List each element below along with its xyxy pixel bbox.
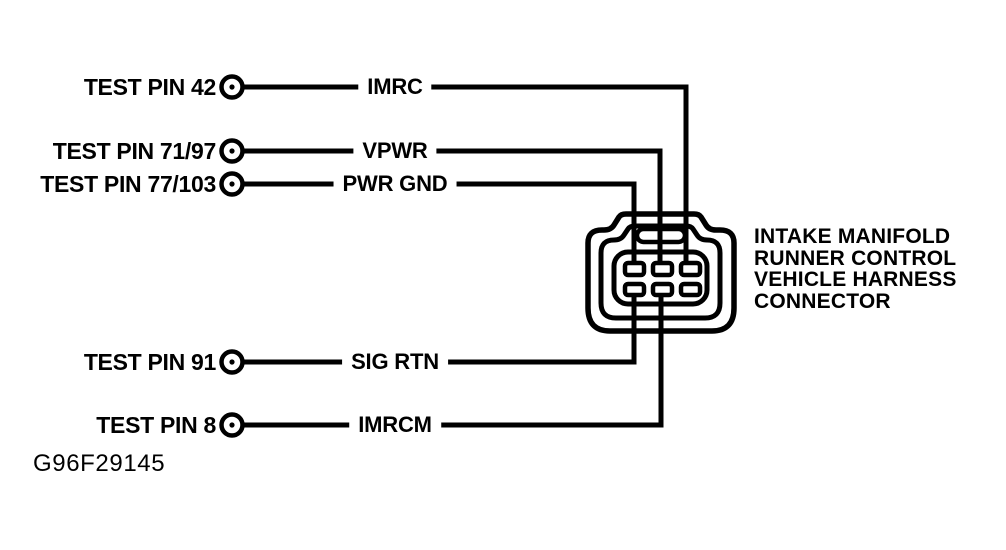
connector-pin	[678, 260, 703, 278]
signal-label: PWR GND	[333, 171, 457, 197]
terminal-circle-icon	[219, 349, 245, 375]
wire-imrc	[232, 84, 689, 270]
terminal-circle-icon	[219, 74, 245, 100]
test-pin-label: TEST PIN 77/103	[40, 171, 216, 197]
connector-caption-line: VEHICLE HARNESS	[754, 268, 957, 291]
wire-vpwr	[232, 148, 663, 270]
connector-pin	[622, 281, 647, 298]
connector-caption-line: INTAKE MANIFOLD	[754, 225, 951, 248]
connector-caption: INTAKE MANIFOLD RUNNER CONTROL VEHICLE H…	[754, 226, 957, 312]
connector-caption-line: RUNNER CONTROL	[754, 246, 957, 270]
figure-code: G96F29145	[33, 450, 166, 477]
test-pin-label: TEST PIN 8	[96, 412, 216, 438]
test-pin-label: TEST PIN 91	[83, 349, 216, 375]
signal-label: VPWR	[353, 138, 437, 164]
terminal-circle-icon	[219, 138, 245, 164]
terminal-circles	[219, 74, 245, 438]
connector-outer-shell	[585, 211, 737, 334]
test-pin-label: TEST PIN 71/97	[52, 138, 217, 164]
connector-inner-shell	[598, 223, 723, 321]
connector-pin	[650, 281, 675, 298]
terminal-circle-icon	[219, 171, 245, 197]
test-pin-label: TEST PIN 42	[83, 74, 216, 100]
terminal-circle-icon	[219, 412, 245, 438]
connector-caption-line: CONNECTOR	[754, 289, 891, 313]
signal-label: IMRC	[358, 74, 432, 100]
connector-pin	[650, 260, 675, 278]
connector-pin	[678, 281, 703, 298]
signal-label: SIG RTN	[342, 349, 448, 375]
connector-pin	[622, 260, 647, 278]
signal-label: IMRCM	[349, 412, 441, 438]
